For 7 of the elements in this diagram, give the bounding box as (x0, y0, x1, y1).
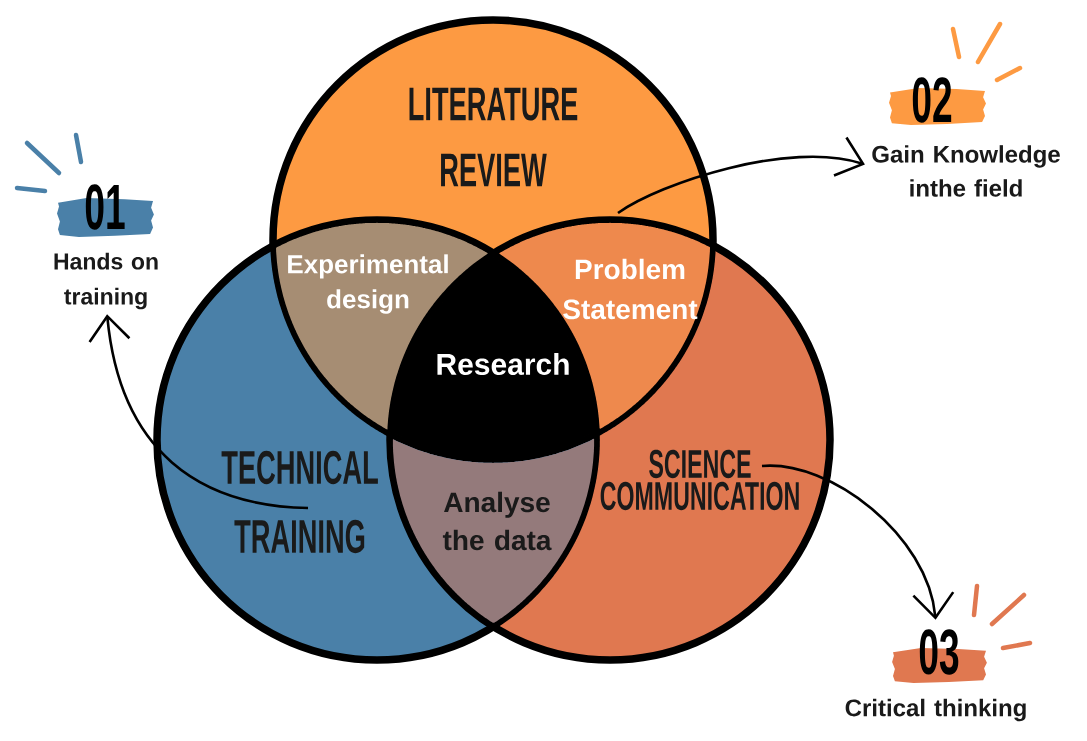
callout-number: 02 (889, 77, 986, 125)
callout-text: Critical thinking (845, 698, 1026, 722)
arrow (617, 136, 865, 215)
arrow (762, 464, 955, 620)
arrow (88, 314, 309, 510)
callout-text: Gain Knowledge inthe field (872, 145, 1060, 197)
overlap-region: Analyse the data (392, 438, 595, 623)
